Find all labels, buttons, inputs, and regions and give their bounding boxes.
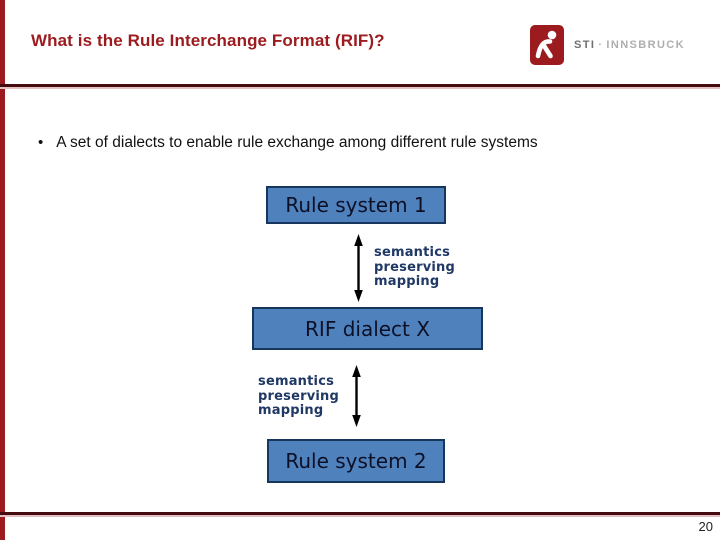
double-arrow-icon xyxy=(349,365,364,432)
sti-innsbruck-logo: STI·INNSBRUCK xyxy=(530,25,685,65)
mapping-label: semantics preserving mapping xyxy=(374,245,455,290)
mapping-label-line: mapping xyxy=(258,403,324,419)
mapping-label: semantics preserving mapping xyxy=(258,374,339,419)
logo-org-name: STI xyxy=(574,39,596,51)
diagram-box-rif-dialect-x: RIF dialect X xyxy=(252,307,483,350)
diagram-box-rule-system-2: Rule system 2 xyxy=(267,439,445,483)
sti-runner-icon xyxy=(530,25,564,65)
footer-rule xyxy=(0,512,720,515)
double-arrow-icon xyxy=(351,234,366,307)
mapping-label-line: preserving xyxy=(258,388,339,404)
mapping-label-line: semantics xyxy=(374,245,451,260)
header-rule xyxy=(0,84,720,87)
footer-rule-highlight xyxy=(0,515,720,517)
mapping-label-line: preserving xyxy=(374,259,455,275)
mapping-label-line: mapping xyxy=(374,274,440,290)
mapping-label-line: semantics xyxy=(258,374,335,389)
bullet-marker: • xyxy=(38,134,44,151)
left-accent-bar xyxy=(0,0,5,540)
logo-text: STI·INNSBRUCK xyxy=(574,39,685,51)
page-number: 20 xyxy=(698,519,713,534)
logo-separator: · xyxy=(598,39,604,51)
bullet-text: A set of dialects to enable rule exchang… xyxy=(56,134,538,151)
bullet-item: • A set of dialects to enable rule excha… xyxy=(38,133,678,152)
slide-title: What is the Rule Interchange Format (RIF… xyxy=(31,31,385,50)
diagram-box-rule-system-1: Rule system 1 xyxy=(266,186,446,224)
logo-location: INNSBRUCK xyxy=(606,39,685,51)
header-rule-highlight xyxy=(0,87,720,89)
